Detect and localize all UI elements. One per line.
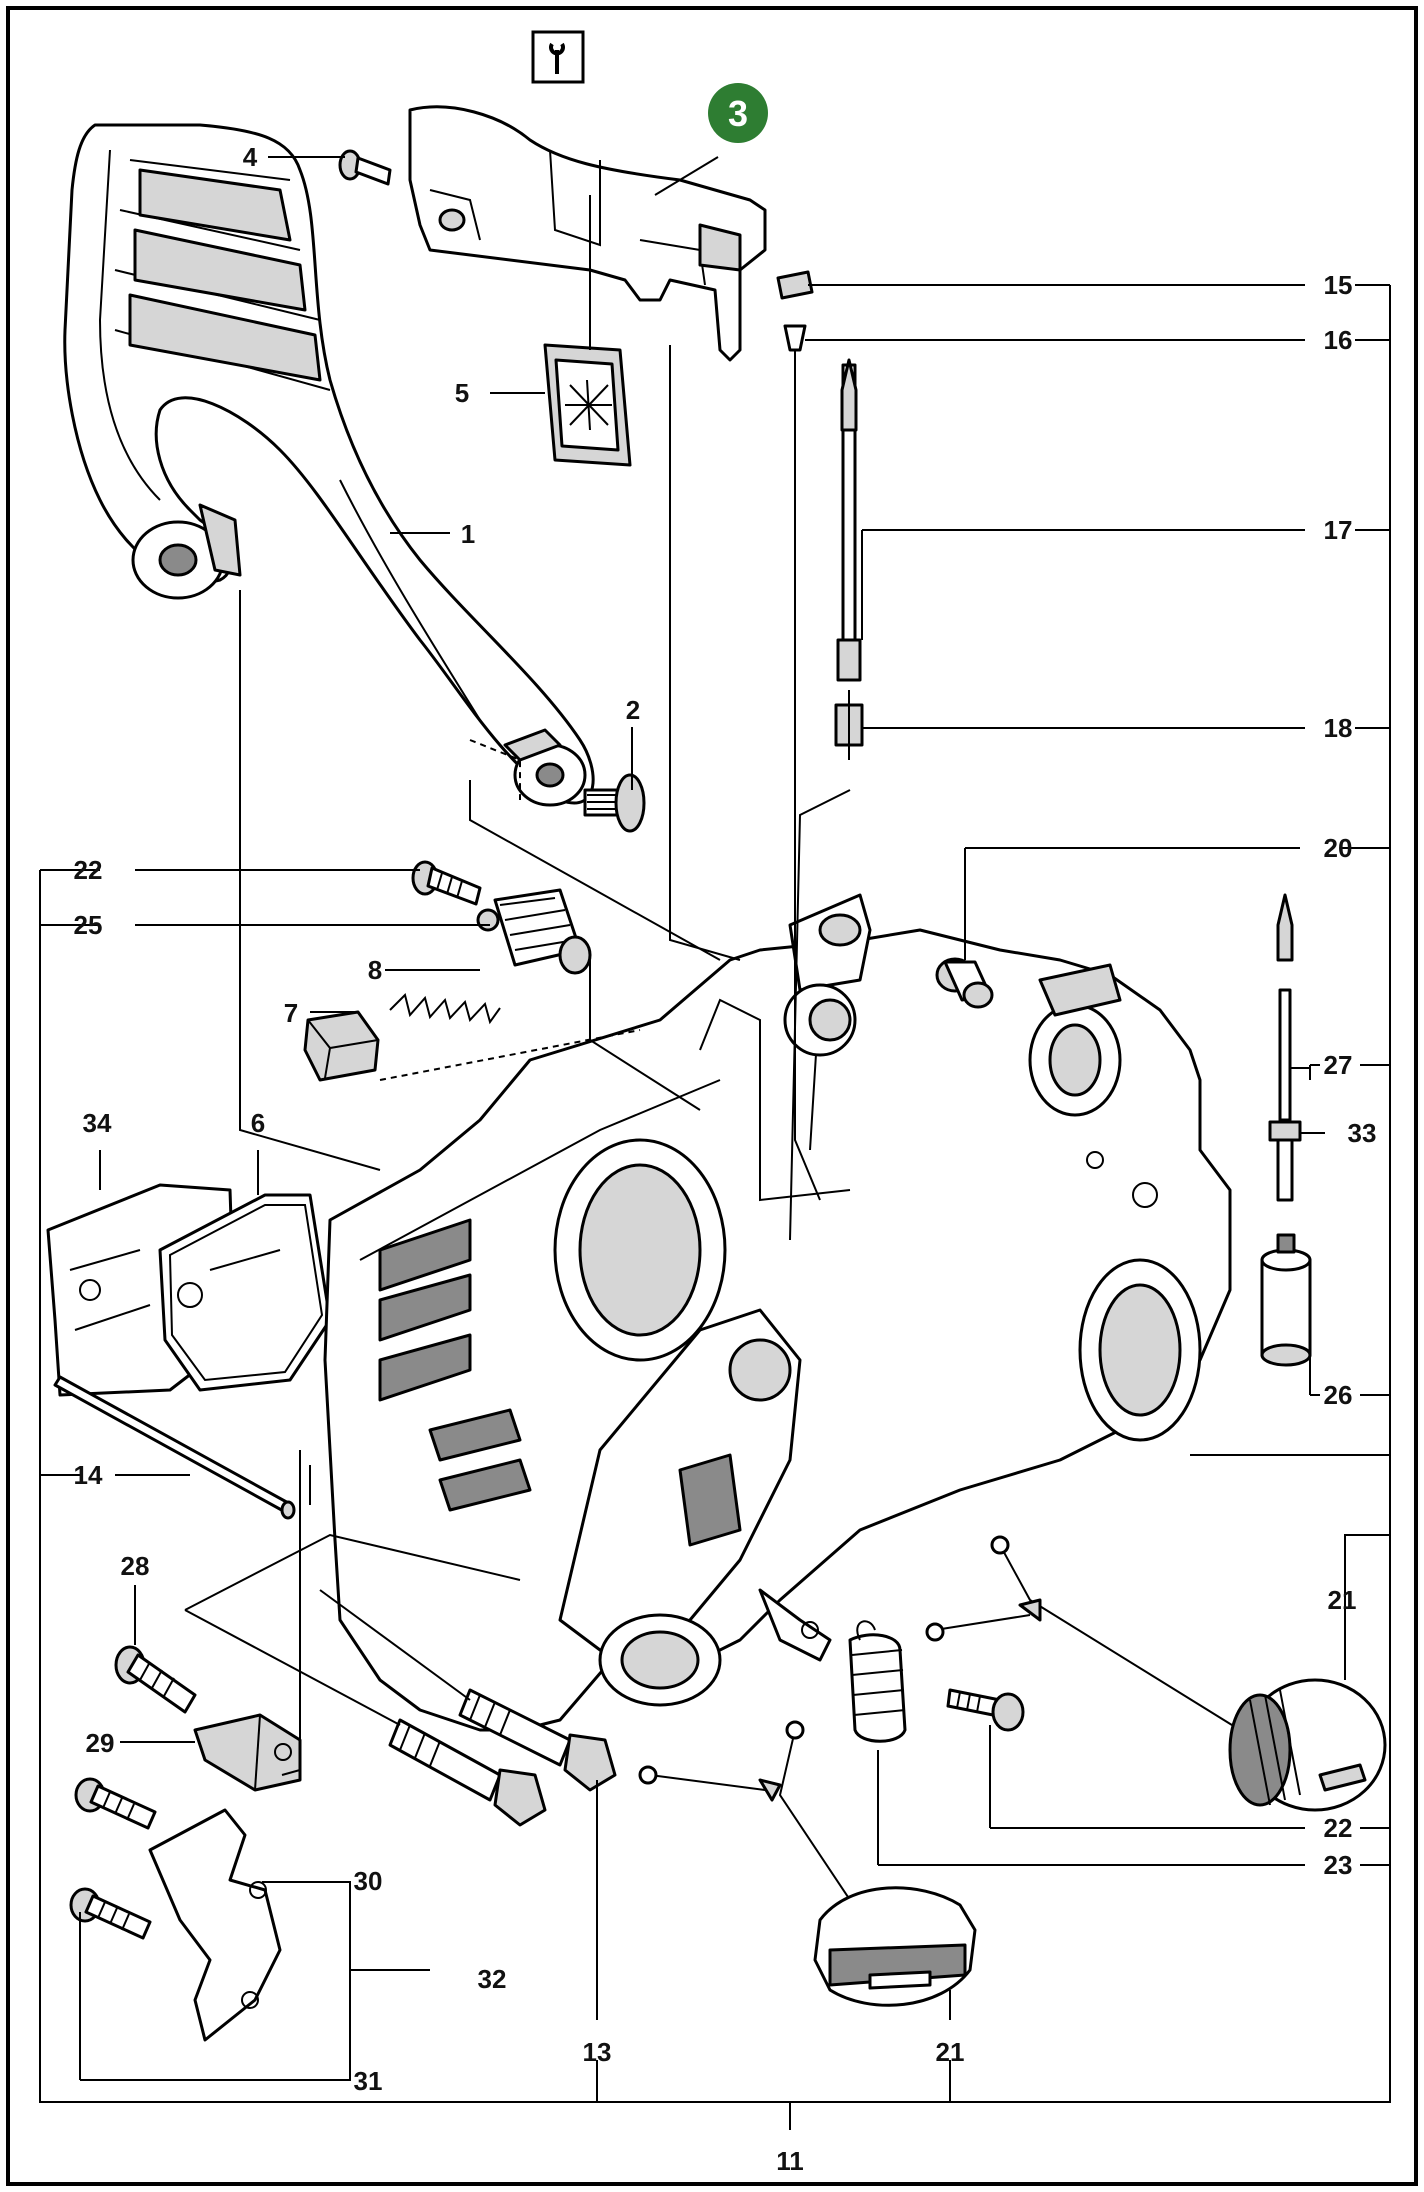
label-22-top: 22: [74, 855, 103, 885]
label-30: 30: [354, 1866, 383, 1896]
part-bushing-20: [935, 957, 994, 1009]
part-rod-14: [53, 1375, 296, 1520]
label-7: 7: [284, 998, 298, 1028]
part-oil-cap-21-bottom: [638, 1720, 977, 2007]
part-front-hand-guard: [63, 123, 595, 807]
wrench-icon: [531, 30, 585, 84]
label-8: 8: [368, 955, 382, 985]
part-crankcase-11: [323, 893, 1232, 1732]
leader-lines: [39, 156, 1391, 2130]
page-frame: [6, 6, 1418, 2186]
reference-badge: 3: [708, 83, 768, 143]
label-29: 29: [86, 1728, 115, 1758]
part-tank-cap-21-right: [925, 1535, 1387, 1812]
part-gasket-6: [158, 1193, 332, 1392]
part-block-7: [303, 1010, 380, 1082]
label-15: 15: [1324, 270, 1353, 300]
part-spring-23: [848, 1620, 907, 1743]
part-bolts-13: [388, 1688, 617, 1827]
part-cover-5: [543, 343, 632, 467]
part-screw-4: [338, 149, 392, 186]
part-filter-26: [1260, 1233, 1312, 1367]
part-grommet-33: [1268, 1120, 1302, 1202]
part-hose-27: [1276, 893, 1294, 1122]
label-18: 18: [1324, 713, 1353, 743]
part-spring-8: [389, 993, 501, 1025]
label-16: 16: [1324, 325, 1353, 355]
label-1: 1: [461, 519, 475, 549]
label-2: 2: [626, 695, 640, 725]
part-bumper-32: [69, 1777, 282, 2042]
label-17: 17: [1324, 515, 1353, 545]
label-21-right: 21: [1328, 1585, 1357, 1615]
label-11: 11: [776, 2146, 804, 2176]
part-cap-15: [776, 270, 814, 300]
part-labels: 4 5 1 2 22 25 8 7 34 6 14 28 29 30 32 31…: [74, 142, 1377, 2176]
label-6: 6: [251, 1108, 265, 1138]
label-23: 23: [1324, 1850, 1353, 1880]
label-25: 25: [74, 910, 103, 940]
part-guide-plate: [408, 105, 767, 362]
label-20: 20: [1324, 833, 1353, 863]
badge-number: 3: [728, 93, 748, 134]
part-screw-22-top: [411, 860, 482, 906]
part-connector-18: [834, 690, 864, 760]
part-screw-2: [583, 773, 646, 833]
part-screw-22-right: [946, 1688, 1025, 1732]
label-4: 4: [243, 142, 258, 172]
part-bracket-29: [193, 1713, 302, 1792]
label-28: 28: [121, 1551, 150, 1581]
label-21-bottom: 21: [936, 2037, 965, 2067]
label-22-right: 22: [1324, 1813, 1353, 1843]
label-32: 32: [478, 1964, 507, 1994]
part-screw-28: [114, 1645, 197, 1714]
label-14: 14: [74, 1460, 103, 1490]
label-34: 34: [83, 1108, 112, 1138]
part-spring-25: [476, 888, 592, 975]
label-26: 26: [1324, 1380, 1353, 1410]
label-31: 31: [354, 2066, 383, 2096]
label-13: 13: [583, 2037, 612, 2067]
label-33: 33: [1348, 1118, 1377, 1148]
label-5: 5: [455, 378, 469, 408]
part-fitting-16: [783, 324, 807, 365]
label-27: 27: [1324, 1050, 1353, 1080]
part-hose-17: [836, 358, 862, 682]
